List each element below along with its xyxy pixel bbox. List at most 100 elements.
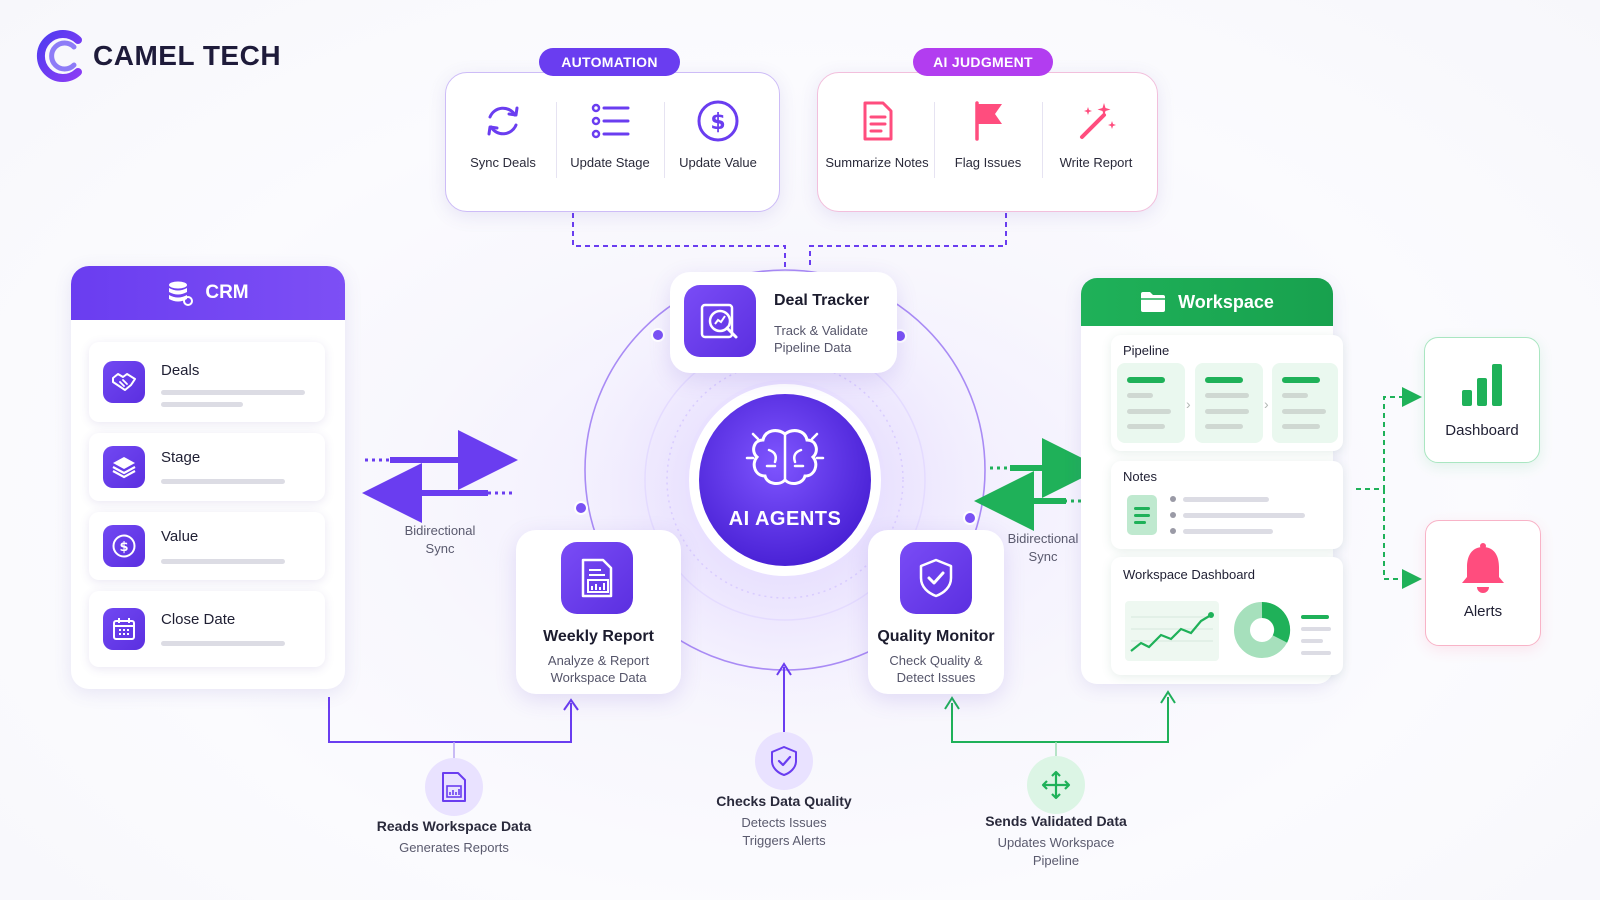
report-icon <box>442 772 466 802</box>
placeholder-bar <box>1205 377 1243 383</box>
shield-check-icon <box>771 746 797 776</box>
caption-line: Detects Issues <box>741 815 827 830</box>
ai-agents-label: AI AGENTS <box>728 508 842 530</box>
note-document-icon <box>1127 495 1157 535</box>
tool-summarize-notes[interactable]: Summarize Notes <box>823 99 931 171</box>
quality-monitor-card[interactable]: Quality Monitor Check Quality & Detect I… <box>868 530 1004 694</box>
flag-icon <box>975 101 1002 141</box>
alerts-output-card[interactable]: Alerts <box>1425 520 1541 646</box>
line-chart-thumbnail <box>1125 601 1219 661</box>
ai-judgment-panel <box>817 72 1158 212</box>
bullet <box>1170 512 1176 518</box>
pipeline-column <box>1272 363 1338 443</box>
placeholder-bar <box>161 390 305 395</box>
trend-line-icon <box>1130 612 1214 652</box>
sends-caption: Sends Validated Data Updates Workspace P… <box>956 812 1156 870</box>
bar-chart-icon <box>1462 364 1502 406</box>
agent-sub-line: Pipeline Data <box>774 340 852 355</box>
list-icon <box>591 103 630 139</box>
placeholder-bar <box>1134 514 1150 517</box>
donut-chart-icon <box>1234 601 1291 658</box>
weekly-report-card[interactable]: Weekly Report Analyze & Report Workspace… <box>516 530 681 694</box>
crm-header: CRM <box>71 266 345 320</box>
document-icon <box>863 101 893 141</box>
automation-panel <box>445 72 780 212</box>
placeholder-bar <box>1183 497 1269 502</box>
placeholder-bar <box>1183 529 1273 534</box>
layers-icon <box>103 446 145 488</box>
brain-icon <box>745 429 825 485</box>
pipeline-label: Pipeline <box>1123 343 1170 358</box>
agent-sub-line: Track & Validate <box>774 323 868 338</box>
tool-write-report[interactable]: Write Report <box>1042 99 1150 171</box>
move-arrows-icon <box>1041 770 1071 800</box>
agent-title: Quality Monitor <box>877 628 995 645</box>
database-icon <box>169 281 194 306</box>
placeholder-bar <box>161 402 243 407</box>
workspace-header: Workspace <box>1081 278 1333 326</box>
agent-title: Weekly Report <box>543 628 654 645</box>
tool-label: Sync Deals <box>470 155 536 170</box>
placeholder-bar <box>1205 409 1249 414</box>
placeholder-bar <box>1127 409 1171 414</box>
tool-flag-issues[interactable]: Flag Issues <box>934 99 1042 171</box>
placeholder-bar <box>1282 424 1320 429</box>
crm-item-label: Close Date <box>161 611 236 628</box>
crm-item-deals[interactable]: Deals <box>89 342 325 422</box>
tool-label: Write Report <box>1059 155 1133 170</box>
caption-line: Triggers Alerts <box>742 833 826 848</box>
bell-icon <box>1462 543 1504 593</box>
sync-line-2: Sync <box>425 541 455 556</box>
notes-label: Notes <box>1123 469 1157 484</box>
crm-item-label: Deals <box>161 362 200 379</box>
workspace-title: Workspace <box>1178 291 1274 312</box>
workspace-dashboard-card[interactable]: Workspace Dashboard <box>1111 557 1343 675</box>
folder-icon <box>1141 292 1166 312</box>
legend-bar <box>1301 615 1329 619</box>
placeholder-bar <box>1282 409 1326 414</box>
workspace-notes-card[interactable]: Notes <box>1111 461 1343 549</box>
caption-line: Updates Workspace <box>997 835 1115 850</box>
crm-item-label: Value <box>161 528 199 545</box>
workspace-dashboard-label: Workspace Dashboard <box>1123 567 1255 582</box>
placeholder-bar <box>1205 424 1243 429</box>
alerts-label: Alerts <box>1463 603 1503 620</box>
tool-label: Update Value <box>679 155 757 170</box>
agent-subtitle: Check Quality & Detect Issues <box>868 652 1004 686</box>
deal-tracker-card[interactable]: Deal Tracker Track & Validate Pipeline D… <box>670 272 897 373</box>
tool-label: Update Stage <box>570 155 650 170</box>
placeholder-bar <box>1282 393 1308 398</box>
crm-item-value[interactable]: $ Value <box>89 512 325 580</box>
tool-label: Flag Issues <box>954 155 1022 170</box>
crm-item-close-date[interactable]: Close Date <box>89 591 325 667</box>
tool-sync-deals[interactable]: Sync Deals <box>449 99 557 171</box>
dashboard-output-card[interactable]: Dashboard <box>1424 337 1540 463</box>
placeholder-bar <box>1134 507 1150 510</box>
placeholder-bar <box>1205 393 1249 398</box>
shield-check-icon <box>900 542 972 614</box>
caption-title: Reads Workspace Data <box>376 818 532 834</box>
placeholder-bar <box>1183 513 1305 518</box>
left-sync-caption: Bidirectional Sync <box>380 522 500 558</box>
ai-judgment-label: AI JUDGMENT <box>913 48 1053 76</box>
pipeline-column <box>1117 363 1185 443</box>
tool-label: Summarize Notes <box>825 155 929 170</box>
checks-caption: Checks Data Quality Detects Issues Trigg… <box>684 792 884 850</box>
divider <box>1042 102 1043 178</box>
tool-update-stage[interactable]: Update Stage <box>556 99 664 171</box>
placeholder-bar <box>1127 377 1165 383</box>
placeholder-bar <box>1127 393 1153 398</box>
tool-update-value[interactable]: $ Update Value <box>664 99 772 171</box>
crm-item-stage[interactable]: Stage <box>89 433 325 501</box>
placeholder-bar <box>1134 521 1146 524</box>
legend-bar <box>1301 639 1323 643</box>
pipeline-column <box>1195 363 1263 443</box>
placeholder-bar <box>161 641 285 646</box>
calendar-icon <box>103 608 145 650</box>
analytics-search-icon <box>684 285 756 357</box>
caption-line: Pipeline <box>1032 853 1080 868</box>
sync-line-1: Bidirectional <box>1007 531 1079 546</box>
report-chart-icon <box>561 542 633 614</box>
sync-icon <box>487 106 519 136</box>
